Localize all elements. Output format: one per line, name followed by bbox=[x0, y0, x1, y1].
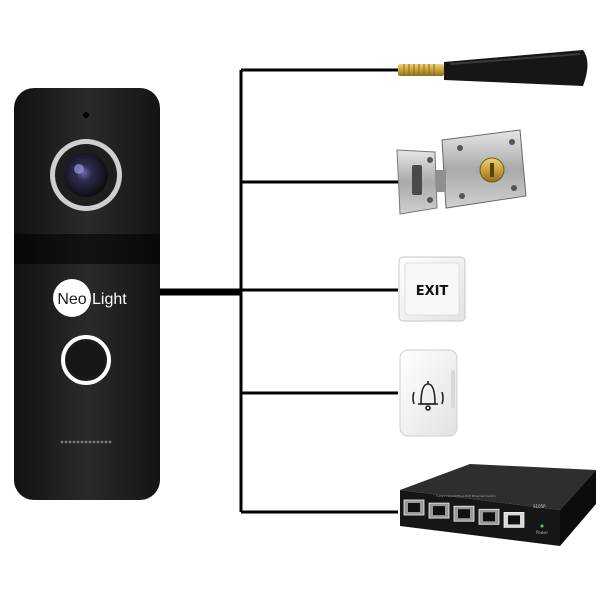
antenna bbox=[398, 50, 588, 86]
port-socket bbox=[483, 512, 495, 522]
grille-hole bbox=[104, 440, 108, 444]
grille-hole bbox=[64, 440, 68, 444]
bell-icon bbox=[412, 381, 444, 411]
grille-hole bbox=[108, 440, 112, 444]
poe-switch: 5-Port 10/100Mbps PoE Ethernet Switch S1… bbox=[400, 464, 596, 546]
doorbell-body bbox=[399, 349, 458, 437]
port-socket bbox=[433, 506, 445, 516]
antenna-connector bbox=[398, 64, 444, 76]
switch-model: S105P bbox=[533, 504, 546, 509]
ethernet-ports bbox=[403, 499, 525, 528]
wireless-doorbell bbox=[399, 349, 458, 437]
ir-window bbox=[14, 234, 160, 264]
brand-neo-text: Neo bbox=[57, 291, 86, 308]
exit-button: EXIT bbox=[398, 256, 466, 322]
grille-hole bbox=[72, 440, 76, 444]
speaker-grille bbox=[60, 440, 112, 444]
grille-hole bbox=[96, 440, 100, 444]
grille-hole bbox=[80, 440, 84, 444]
grille-hole bbox=[84, 440, 88, 444]
grille-hole bbox=[60, 440, 64, 444]
microphone-hole bbox=[83, 112, 89, 118]
camera-lens bbox=[50, 139, 122, 211]
call-button[interactable] bbox=[61, 335, 111, 385]
port-socket bbox=[408, 503, 420, 512]
power-led bbox=[540, 524, 544, 528]
switch-top bbox=[400, 464, 596, 510]
grille-hole bbox=[68, 440, 72, 444]
grille-hole bbox=[76, 440, 80, 444]
port-socket bbox=[458, 509, 470, 519]
grille-hole bbox=[100, 440, 104, 444]
switch-side bbox=[560, 470, 596, 546]
wiring bbox=[239, 68, 400, 514]
electric-lock bbox=[396, 129, 527, 215]
brand-logo: Neo Light bbox=[53, 279, 127, 317]
door-panel: Neo Light bbox=[14, 88, 160, 500]
exit-label: EXIT bbox=[416, 284, 449, 299]
grille-hole bbox=[88, 440, 92, 444]
lock-bolt bbox=[436, 170, 446, 192]
grille-hole bbox=[92, 440, 96, 444]
brand-light-text: Light bbox=[92, 291, 127, 308]
switch-top-label: 5-Port 10/100Mbps PoE Ethernet Switch bbox=[436, 494, 496, 498]
switch-power-label: Power bbox=[536, 530, 548, 535]
antenna-rod bbox=[444, 50, 588, 86]
port-socket bbox=[508, 515, 520, 525]
